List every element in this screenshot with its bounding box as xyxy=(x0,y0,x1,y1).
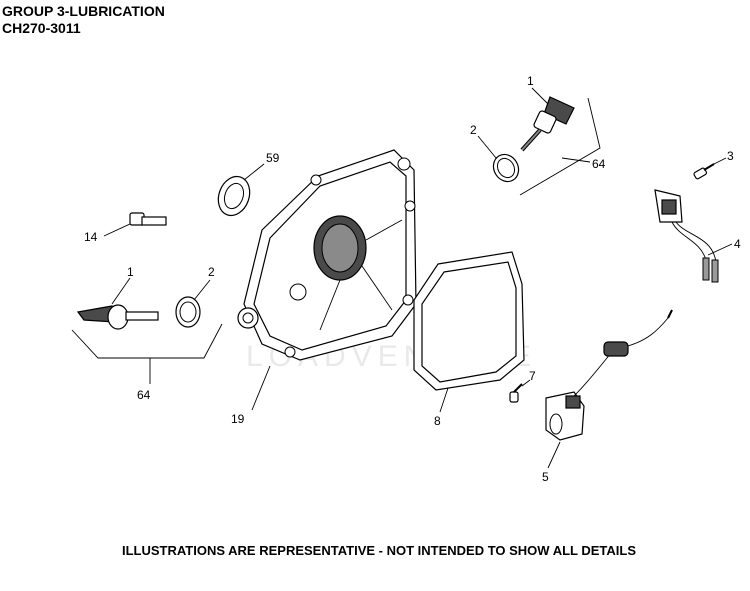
callout-5: 5 xyxy=(542,470,549,484)
dipstick-top xyxy=(520,96,575,152)
callout-8: 8 xyxy=(434,414,441,428)
group-title: GROUP 3-LUBRICATION xyxy=(2,3,165,19)
dipstick-left xyxy=(76,304,159,330)
oring-left xyxy=(175,296,201,328)
seal-59 xyxy=(217,175,251,217)
callout-64-top: 64 xyxy=(592,157,606,171)
oring-top xyxy=(492,153,520,183)
callout-14: 14 xyxy=(84,230,98,244)
kit-bracket-top xyxy=(519,97,601,196)
callout-7: 7 xyxy=(529,369,536,383)
closure-plate-19 xyxy=(237,149,417,361)
disclaimer-footer: ILLUSTRATIONS ARE REPRESENTATIVE - NOT I… xyxy=(122,543,636,558)
bolt-14 xyxy=(129,212,167,226)
kit-bracket-left xyxy=(71,323,223,359)
callout-64-left: 64 xyxy=(137,388,151,402)
model-number: CH270-3011 xyxy=(2,20,81,36)
oil-sentry-5 xyxy=(545,309,673,441)
callout-1-top: 1 xyxy=(527,74,534,88)
callout-59: 59 xyxy=(266,151,280,165)
callout-19: 19 xyxy=(231,412,245,426)
callout-1-left: 1 xyxy=(127,265,134,279)
screw-3 xyxy=(693,163,715,180)
screw-7 xyxy=(509,383,523,403)
oil-sensor-4 xyxy=(654,189,719,283)
callout-4: 4 xyxy=(734,237,741,251)
callout-3: 3 xyxy=(727,149,734,163)
callout-2-left: 2 xyxy=(208,265,215,279)
gasket-8 xyxy=(413,251,525,391)
callout-2-top: 2 xyxy=(470,123,477,137)
